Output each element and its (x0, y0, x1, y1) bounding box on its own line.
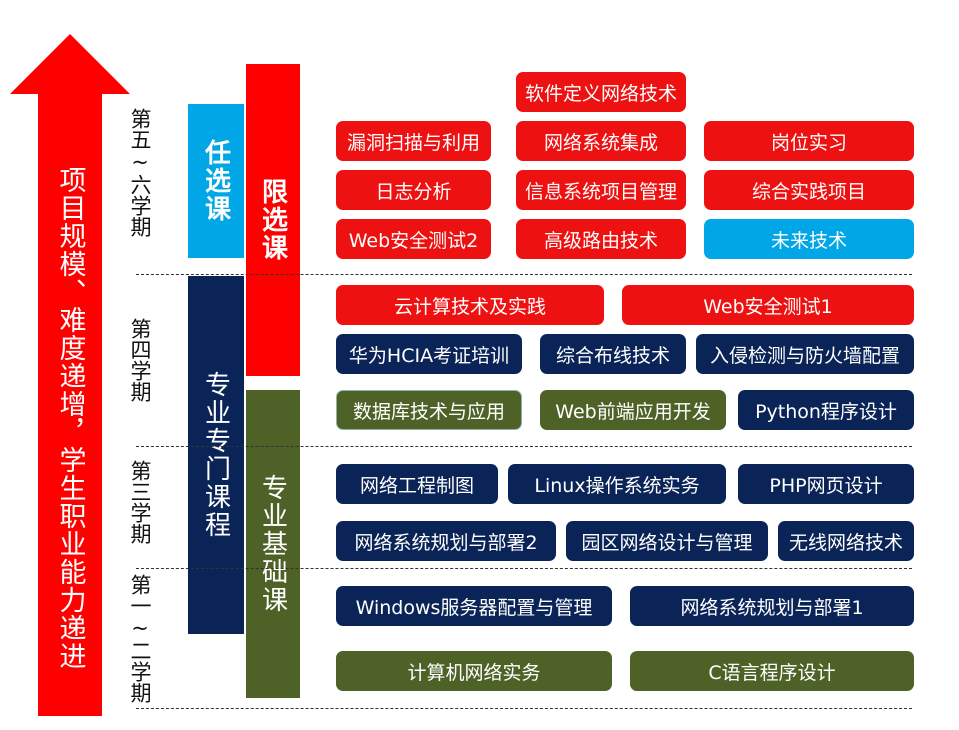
semester-label-1-2: 第一~二学期 (128, 574, 152, 703)
divider-1 (136, 274, 912, 275)
divider-3 (136, 568, 912, 569)
course-cloud-computing: 云计算技术及实践 (336, 285, 604, 325)
course-cabling: 综合布线技术 (540, 334, 686, 374)
course-php: PHP网页设计 (738, 464, 914, 504)
course-python: Python程序设计 (738, 390, 914, 430)
course-web-security-1: Web安全测试1 (622, 285, 914, 325)
band-specialty-direction: 专业专门课程 (188, 276, 244, 634)
course-network-drawing: 网络工程制图 (336, 464, 498, 504)
semester-label-4: 第四学期 (128, 318, 152, 402)
band-elective-free: 任选课 (188, 104, 244, 258)
course-hcia: 华为HCIA考证培训 (336, 334, 522, 374)
course-linux: Linux操作系统实务 (508, 464, 726, 504)
band-elective-free-label: 任选课 (200, 139, 231, 223)
arrow-shape (10, 34, 130, 716)
course-c-programming: C语言程序设计 (630, 651, 914, 691)
semester-label-5-6: 第五~六学期 (128, 108, 152, 237)
course-windows-server: Windows服务器配置与管理 (336, 586, 612, 626)
band-elective-limited: 限选课 (246, 64, 300, 376)
course-internship: 岗位实习 (704, 121, 914, 161)
band-specialty-basic: 专业基础课 (246, 390, 300, 698)
divider-4 (136, 708, 912, 709)
course-network-planning-2: 网络系统规划与部署2 (336, 521, 556, 561)
course-web-frontend: Web前端应用开发 (540, 390, 726, 430)
band-elective-limited-label: 限选课 (257, 178, 288, 262)
course-database: 数据库技术与应用 (336, 390, 522, 430)
course-network-planning-1: 网络系统规划与部署1 (630, 586, 914, 626)
course-advanced-routing: 高级路由技术 (516, 219, 686, 259)
course-log-analysis: 日志分析 (336, 170, 491, 210)
arrow-label: 项目规模、难度递增，学生职业能力递进 (54, 166, 86, 670)
course-practice-project: 综合实践项目 (704, 170, 914, 210)
course-wireless: 无线网络技术 (778, 521, 914, 561)
course-is-project-mgmt: 信息系统项目管理 (516, 170, 686, 210)
course-sdn: 软件定义网络技术 (516, 72, 686, 112)
semester-label-3: 第三学期 (128, 460, 152, 544)
band-specialty-basic-label: 专业基础课 (257, 474, 288, 614)
progress-arrow (10, 34, 130, 716)
course-network-practice: 计算机网络实务 (336, 651, 612, 691)
course-system-integration: 网络系统集成 (516, 121, 686, 161)
course-vuln-scan: 漏洞扫描与利用 (336, 121, 491, 161)
divider-2 (136, 446, 912, 447)
band-specialty-direction-label: 专业专门课程 (200, 371, 231, 539)
course-ids-firewall: 入侵检测与防火墙配置 (696, 334, 914, 374)
course-campus-network: 园区网络设计与管理 (566, 521, 768, 561)
course-web-security-2: Web安全测试2 (336, 219, 491, 259)
course-future-tech: 未来技术 (704, 219, 914, 259)
